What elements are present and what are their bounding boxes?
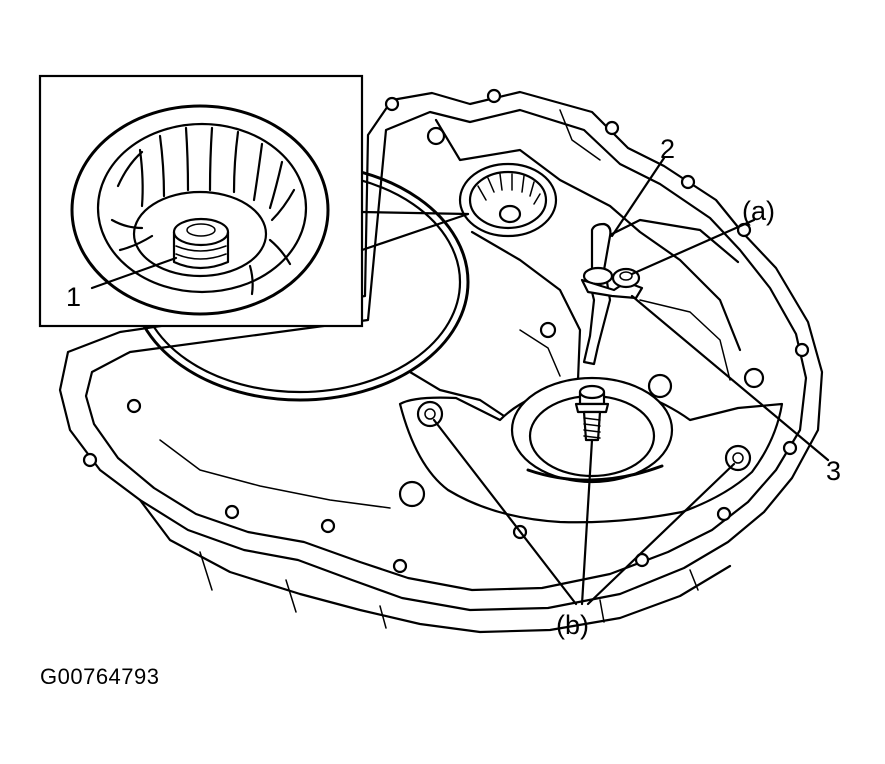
bolt-hole — [384, 96, 400, 112]
leader-line-b-left — [432, 418, 578, 606]
case-skirt-rib-2 — [285, 579, 297, 613]
internal-web-5 — [639, 299, 731, 381]
leader-lines — [432, 156, 830, 606]
case-lower-skirt — [138, 498, 732, 634]
leader-line-a — [630, 218, 756, 276]
boss — [743, 367, 765, 389]
inset-bore-floor — [132, 190, 268, 278]
case-skirt-rib-5 — [689, 569, 699, 591]
leader-line-2 — [610, 156, 666, 238]
bolt-hole — [320, 518, 336, 534]
leader-line-b-right — [586, 462, 736, 606]
callout-b: (b) — [556, 610, 589, 640]
leader-line-b-center — [580, 438, 594, 606]
small-bore-outer — [458, 162, 558, 238]
callout-2: 2 — [660, 134, 675, 164]
boss — [398, 480, 426, 508]
breather-hose — [582, 222, 614, 366]
bolt-hole — [486, 88, 502, 104]
internal-web-4 — [598, 218, 740, 264]
case-skirt-rib-1 — [199, 551, 213, 591]
inset-pointer-upper — [360, 210, 470, 216]
figure-id-label: G00764793 — [40, 664, 160, 689]
case-skirt-rib-3 — [379, 605, 387, 629]
bolt-hole — [392, 558, 408, 574]
callout-1: 1 — [66, 282, 81, 312]
internal-web-2 — [470, 230, 582, 382]
inset-outer-ring — [70, 104, 330, 316]
inset-frame — [38, 74, 364, 328]
case-skirt-rib-4 — [599, 599, 605, 623]
bolt-hole — [634, 552, 650, 568]
callout-3: 3 — [826, 456, 841, 486]
cover-bolt-b-right — [724, 444, 752, 472]
boss — [426, 126, 446, 146]
bolt-hole — [716, 506, 732, 522]
detail-inset — [38, 74, 470, 328]
callout-a: (a) — [742, 196, 775, 226]
shield-bore-lip — [526, 464, 664, 482]
case-inner-flange — [84, 108, 808, 592]
center-bolt-b — [574, 384, 610, 442]
internal-web-6 — [519, 329, 561, 377]
inset-inner-ring — [96, 122, 308, 294]
bolt-hole — [794, 342, 810, 358]
small-spline-bore — [458, 162, 558, 238]
boss — [539, 321, 557, 339]
internal-web-1 — [434, 118, 742, 352]
leader-line-1 — [90, 256, 178, 290]
bolt-hole — [680, 174, 696, 190]
cover-bolt-b-left — [416, 400, 444, 428]
bolt-hole — [82, 452, 98, 468]
inset-plug — [172, 217, 230, 270]
small-bore-splines — [477, 173, 541, 205]
internal-web-7 — [559, 109, 601, 161]
small-bore-plug — [498, 204, 522, 224]
bolt-hole — [224, 504, 240, 520]
bolt-hole — [604, 120, 620, 136]
bolt-hole — [126, 398, 142, 414]
inset-pointer-lower — [360, 212, 470, 252]
leader-line-3 — [630, 294, 830, 462]
bolt-hole — [782, 440, 798, 456]
internal-web-3 — [408, 370, 512, 422]
small-bore-inner — [468, 170, 548, 230]
internal-web-8 — [159, 439, 391, 509]
boss — [647, 373, 673, 399]
